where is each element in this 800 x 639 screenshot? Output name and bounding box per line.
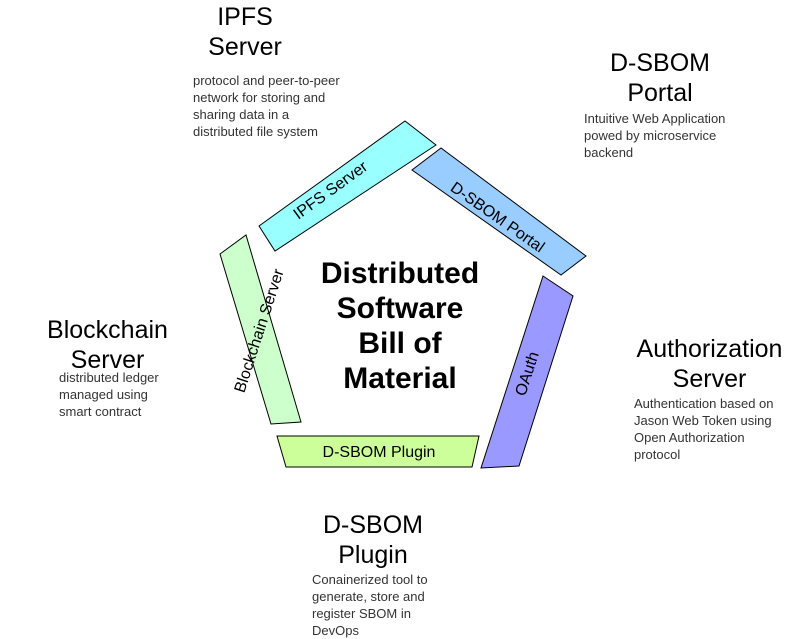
segment-oauth: OAuth <box>480 275 574 469</box>
segment-portal-shape <box>411 147 587 276</box>
node-ipfs-description: protocol and peer-to-peer network for st… <box>193 73 340 139</box>
node-plugin-description: Conainerized tool to generate, store and… <box>312 572 428 638</box>
center-title: Distributed Software Bill of Material <box>320 257 480 395</box>
segment-plugin-label: D-SBOM Plugin <box>323 444 436 461</box>
node-portal-description: Intuitive Web Application powed by micro… <box>584 111 726 160</box>
node-authorization-title: Authorization Server <box>636 335 783 393</box>
node-blockchain-title: Blockchain Server <box>47 316 168 374</box>
segment-plugin-shape <box>276 435 480 468</box>
segment-ipfs-shape <box>258 120 437 252</box>
segment-blockchain-server: Blockchain Server <box>219 234 302 425</box>
node-plugin-title: D-SBOM Plugin <box>323 511 423 569</box>
segment-oauth-shape <box>480 275 574 469</box>
node-blockchain-description: distributed ledger managed using smart c… <box>59 370 159 419</box>
segment-ipfs-server: IPFS Server <box>258 120 437 252</box>
segment-dsbom-plugin: D-SBOM Plugin <box>276 435 480 468</box>
node-authorization-description: Authentication based on Jason Web Token … <box>634 396 774 462</box>
node-portal-title: D-SBOM Portal <box>610 49 710 107</box>
segment-blockchain-shape <box>219 234 302 425</box>
node-ipfs-title: IPFS Server <box>208 3 282 61</box>
